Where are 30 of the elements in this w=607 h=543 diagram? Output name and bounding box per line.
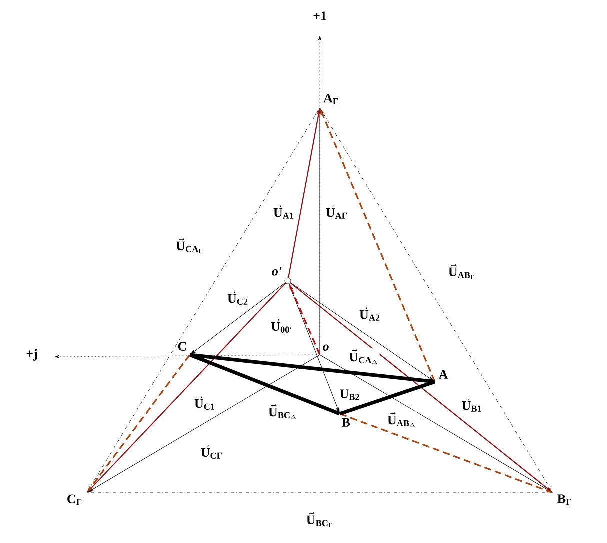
edge-label: $\vec{\mathbf{U}}_{\mathbf{BC}_{\text{Г}}}$ bbox=[305, 512, 335, 528]
arrow bbox=[288, 284, 340, 414]
edge-label: $\vec{\mathbf{U}}_{\mathbf{CA}_{\text{Г}}}$ bbox=[175, 238, 205, 254]
edge-label: $\vec{\mathbf{U}}_{\mathbf{BC}_{\Delta}}$ bbox=[268, 404, 299, 420]
arrow bbox=[88, 354, 320, 493]
edge-label: $\vec{\mathbf{U}}_{\mathbf{C1}}$ bbox=[194, 395, 216, 411]
point-label: B bbox=[342, 418, 350, 427]
arrow bbox=[318, 108, 322, 356]
edge-label: $\vec{\mathbf{U}}_{\mathbf{B1}}$ bbox=[460, 397, 484, 413]
point-label: A$_{Г}$ bbox=[324, 94, 338, 104]
edge-label: $\vec{\mathbf{U}}_{\mathbf{A1}}$ bbox=[272, 204, 296, 220]
edge-label: $\vec{\mathbf{U}}_{\mathbf{C}\text{Г}}$ bbox=[200, 444, 224, 460]
point-label: B$_{Г}$ bbox=[558, 494, 572, 506]
axis-label: +1 bbox=[314, 12, 326, 20]
node-label: o' bbox=[272, 267, 282, 276]
point-label: C bbox=[178, 342, 186, 351]
point-label: C$_{Г}$ bbox=[68, 494, 82, 506]
edge-label: $\vec{\mathbf{U}}_{\mathbf{00'}}$ bbox=[270, 318, 294, 334]
edge-label: $\vec{\mathbf{U}}_{\mathbf{CA}_{\Delta}}$ bbox=[348, 348, 380, 366]
axis-label: +j bbox=[26, 349, 38, 361]
edge-label: $\vec{\mathbf{U}}_{\mathbf{A}\text{Г}}$ bbox=[324, 204, 350, 220]
edge-label: $\vec{\mathbf{U}}_{\mathbf{AB}_{\text{Г}}}$ bbox=[447, 264, 477, 280]
arrow bbox=[190, 282, 286, 355]
point-label: o bbox=[323, 344, 329, 351]
edge-label: $\vec{\mathbf{U}}_{\mathbf{A2}}$ bbox=[358, 306, 382, 322]
edge-label: $\mathbf{U}_{\mathbf{B2}}$ bbox=[338, 388, 362, 402]
edge-label: $\vec{\mathbf{U}}_{\mathbf{C2}}$ bbox=[226, 290, 250, 306]
edge-label: $\vec{\mathbf{U}}_{\mathbf{AB}_{\Delta}}$ bbox=[386, 412, 418, 428]
arrow bbox=[290, 282, 434, 382]
point-label: A bbox=[439, 370, 448, 379]
